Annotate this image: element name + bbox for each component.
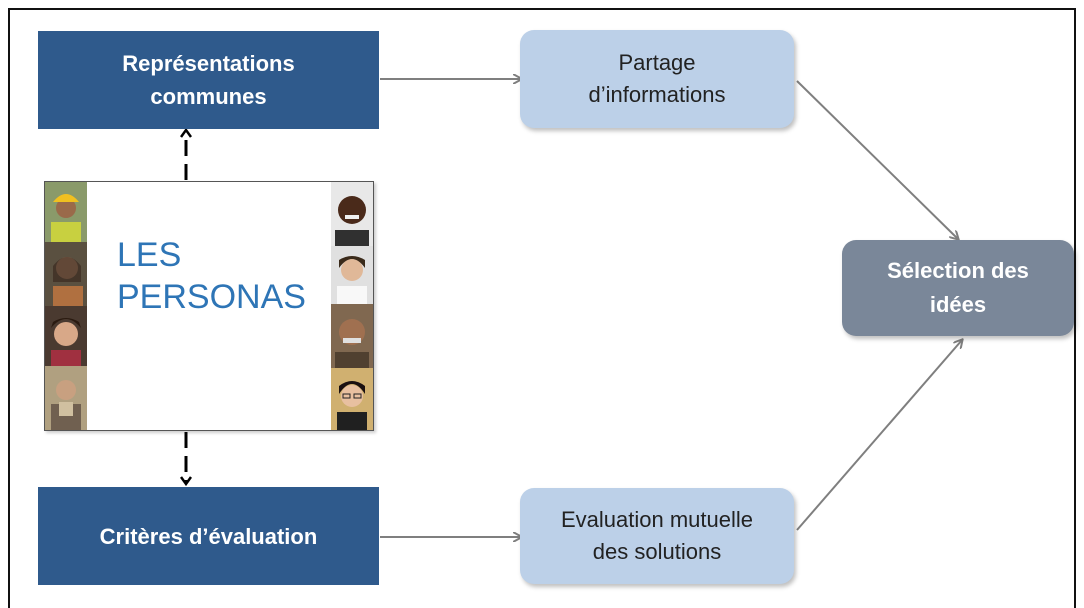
representations-line2: communes <box>150 84 267 109</box>
businesswoman-photo <box>331 246 373 304</box>
connector-arrows <box>0 0 1084 593</box>
selection-idees-box: Sélection des idées <box>842 240 1074 336</box>
woman-with-glasses-photo <box>331 368 373 430</box>
evaluation-line1: Evaluation mutuelle <box>560 507 753 532</box>
criteres-evaluation-box: Critères d’évaluation <box>38 487 379 585</box>
selection-line1: Sélection des <box>887 258 1029 283</box>
personas-title-line1: LES <box>117 236 182 274</box>
older-man-photo <box>331 304 373 368</box>
evaluation-mutuelle-box: Evaluation mutuelle des solutions <box>520 488 794 584</box>
smiling-woman-photo <box>45 242 87 306</box>
evaluation-line2: des solutions <box>592 539 722 564</box>
man-in-scarf-photo <box>45 366 87 430</box>
diagram-frame <box>8 8 1076 608</box>
criteres-label: Critères d’évaluation <box>99 523 318 549</box>
personas-title: LES PERSONAS <box>117 234 306 318</box>
arrow-evaluation-to-selection <box>796 340 962 531</box>
laughing-woman-photo <box>45 306 87 366</box>
personas-title-line2: PERSONAS <box>117 278 306 316</box>
worker-with-hard-hat-photo <box>45 182 87 242</box>
selection-line2: idées <box>929 292 987 317</box>
partage-line1: Partage <box>618 50 696 75</box>
representations-communes-box: Représentations communes <box>38 31 379 129</box>
partage-informations-box: Partage d’informations <box>520 30 794 128</box>
representations-line1: Représentations <box>122 51 295 76</box>
smiling-man-photo <box>331 182 373 246</box>
partage-line2: d’informations <box>588 82 726 107</box>
personas-card: LES PERSONAS <box>44 181 374 431</box>
arrow-partage-to-selection <box>796 80 958 239</box>
